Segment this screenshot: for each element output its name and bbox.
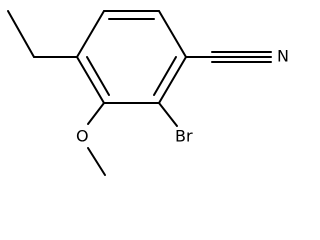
ethyl-bond-2	[7, 10, 35, 58]
benzene-ring	[76, 10, 187, 104]
bromine-bond	[158, 102, 178, 127]
bromine-label: Br	[175, 127, 193, 146]
methoxy-ring-bond	[87, 102, 105, 125]
oxygen-label: O	[76, 127, 89, 146]
ethyl-group	[7, 10, 78, 58]
nitrogen-label: N	[277, 47, 289, 66]
molecule-structure: N Br O	[7, 10, 289, 176]
methoxy-group: O	[76, 102, 106, 176]
ring-bond-right	[158, 56, 187, 104]
nitrile-group: N	[185, 47, 289, 66]
bromo-group: Br	[158, 102, 193, 146]
ring-bond-bottom-left-inner	[86, 56, 110, 96]
ring-bond-top-right	[158, 10, 187, 58]
methoxy-methyl-bond	[87, 147, 106, 176]
ring-bond-right-inner	[153, 56, 177, 96]
ring-bond-top-left	[76, 10, 105, 58]
ring-bond-bottom-left	[76, 56, 105, 104]
